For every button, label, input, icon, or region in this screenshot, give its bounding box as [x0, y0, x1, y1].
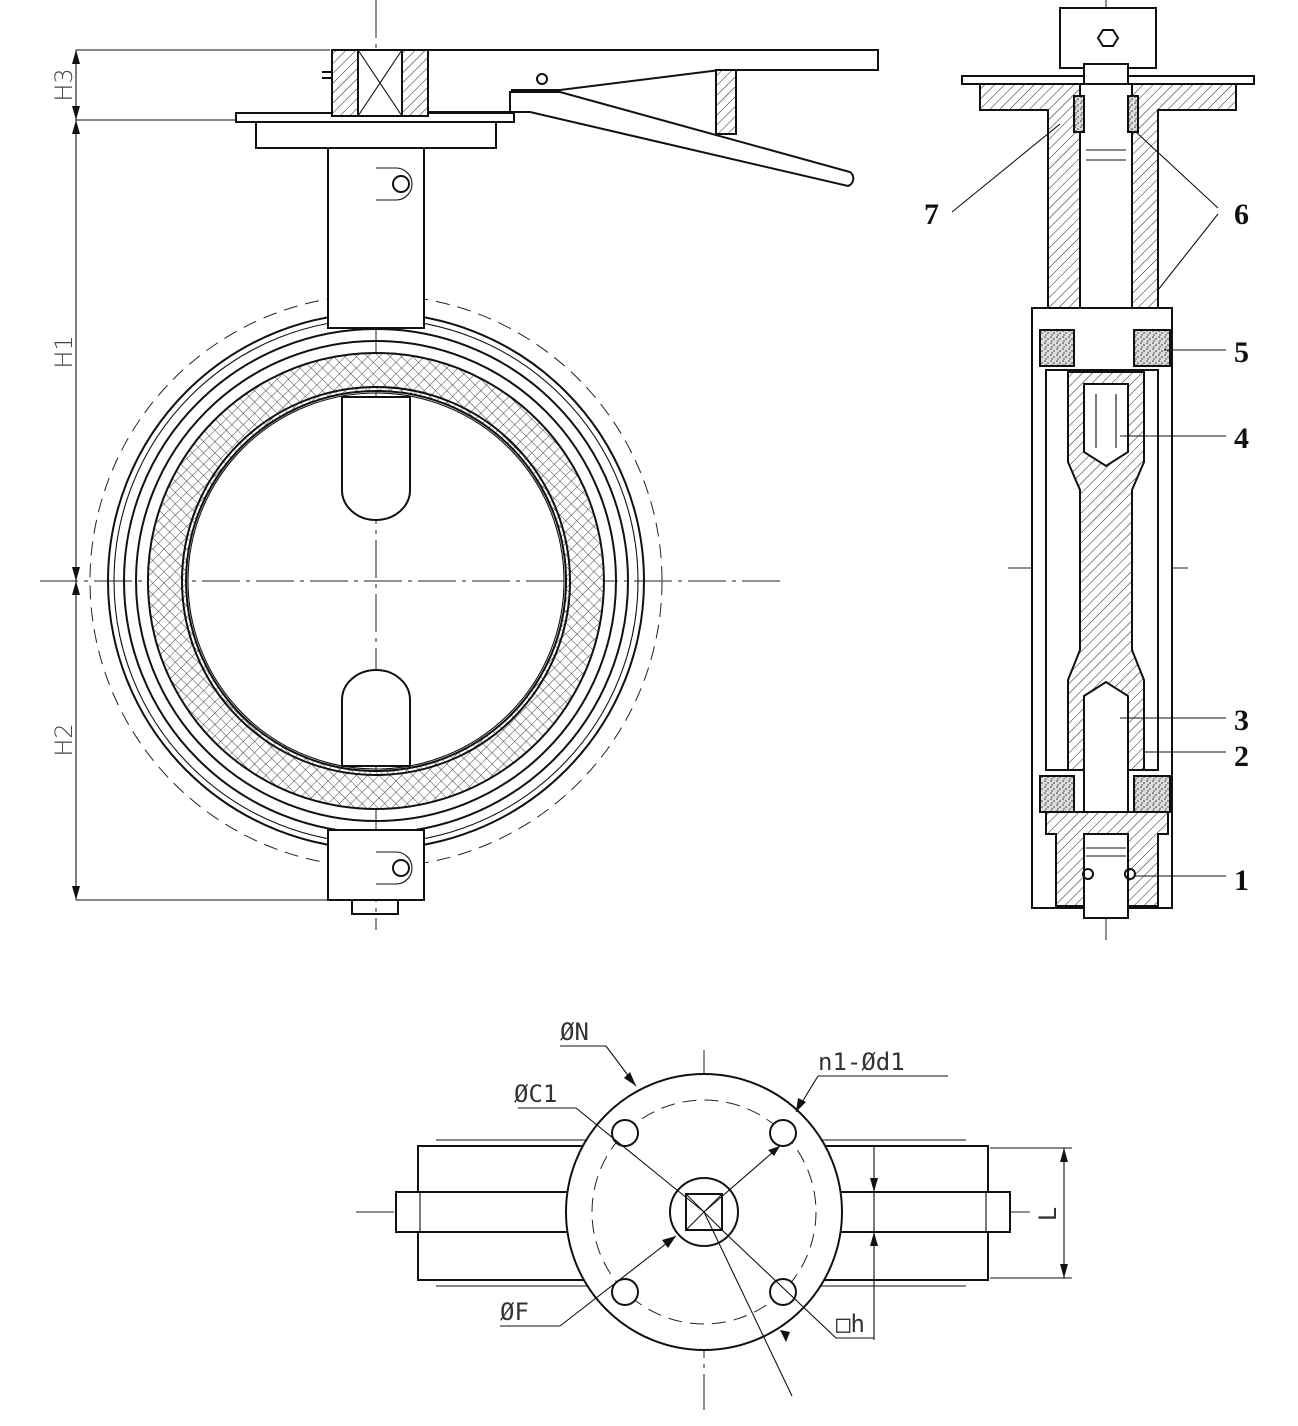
dimension-label-h: □h: [836, 1310, 865, 1338]
dimension-label-l: L: [1034, 1207, 1062, 1221]
dimension-label-n: ØN: [560, 1018, 589, 1046]
part-number-5: 5: [1234, 336, 1249, 369]
dimension-label-c1: ØC1: [514, 1080, 557, 1108]
dimension-label-h1: H1: [50, 335, 78, 368]
dimension-label-h2: H2: [50, 723, 78, 756]
part-number-3: 3: [1234, 704, 1249, 737]
part-number-7: 7: [924, 198, 939, 231]
front-view: H3 H1 H2: [40, 0, 879, 930]
top-view: ØN ØC1 n1-Ød1 ØF □h L: [356, 1018, 1072, 1410]
side-section-view: 7 6 5 4 3 2 1: [924, 0, 1255, 940]
dimension-label-n1-d1: n1-Ød1: [818, 1048, 905, 1076]
dimension-label-f: ØF: [500, 1298, 529, 1326]
part-number-1: 1: [1234, 864, 1249, 897]
part-number-4: 4: [1234, 422, 1249, 455]
part-number-6: 6: [1234, 198, 1249, 231]
part-number-2: 2: [1234, 740, 1249, 773]
dimension-label-h3: H3: [50, 68, 78, 101]
